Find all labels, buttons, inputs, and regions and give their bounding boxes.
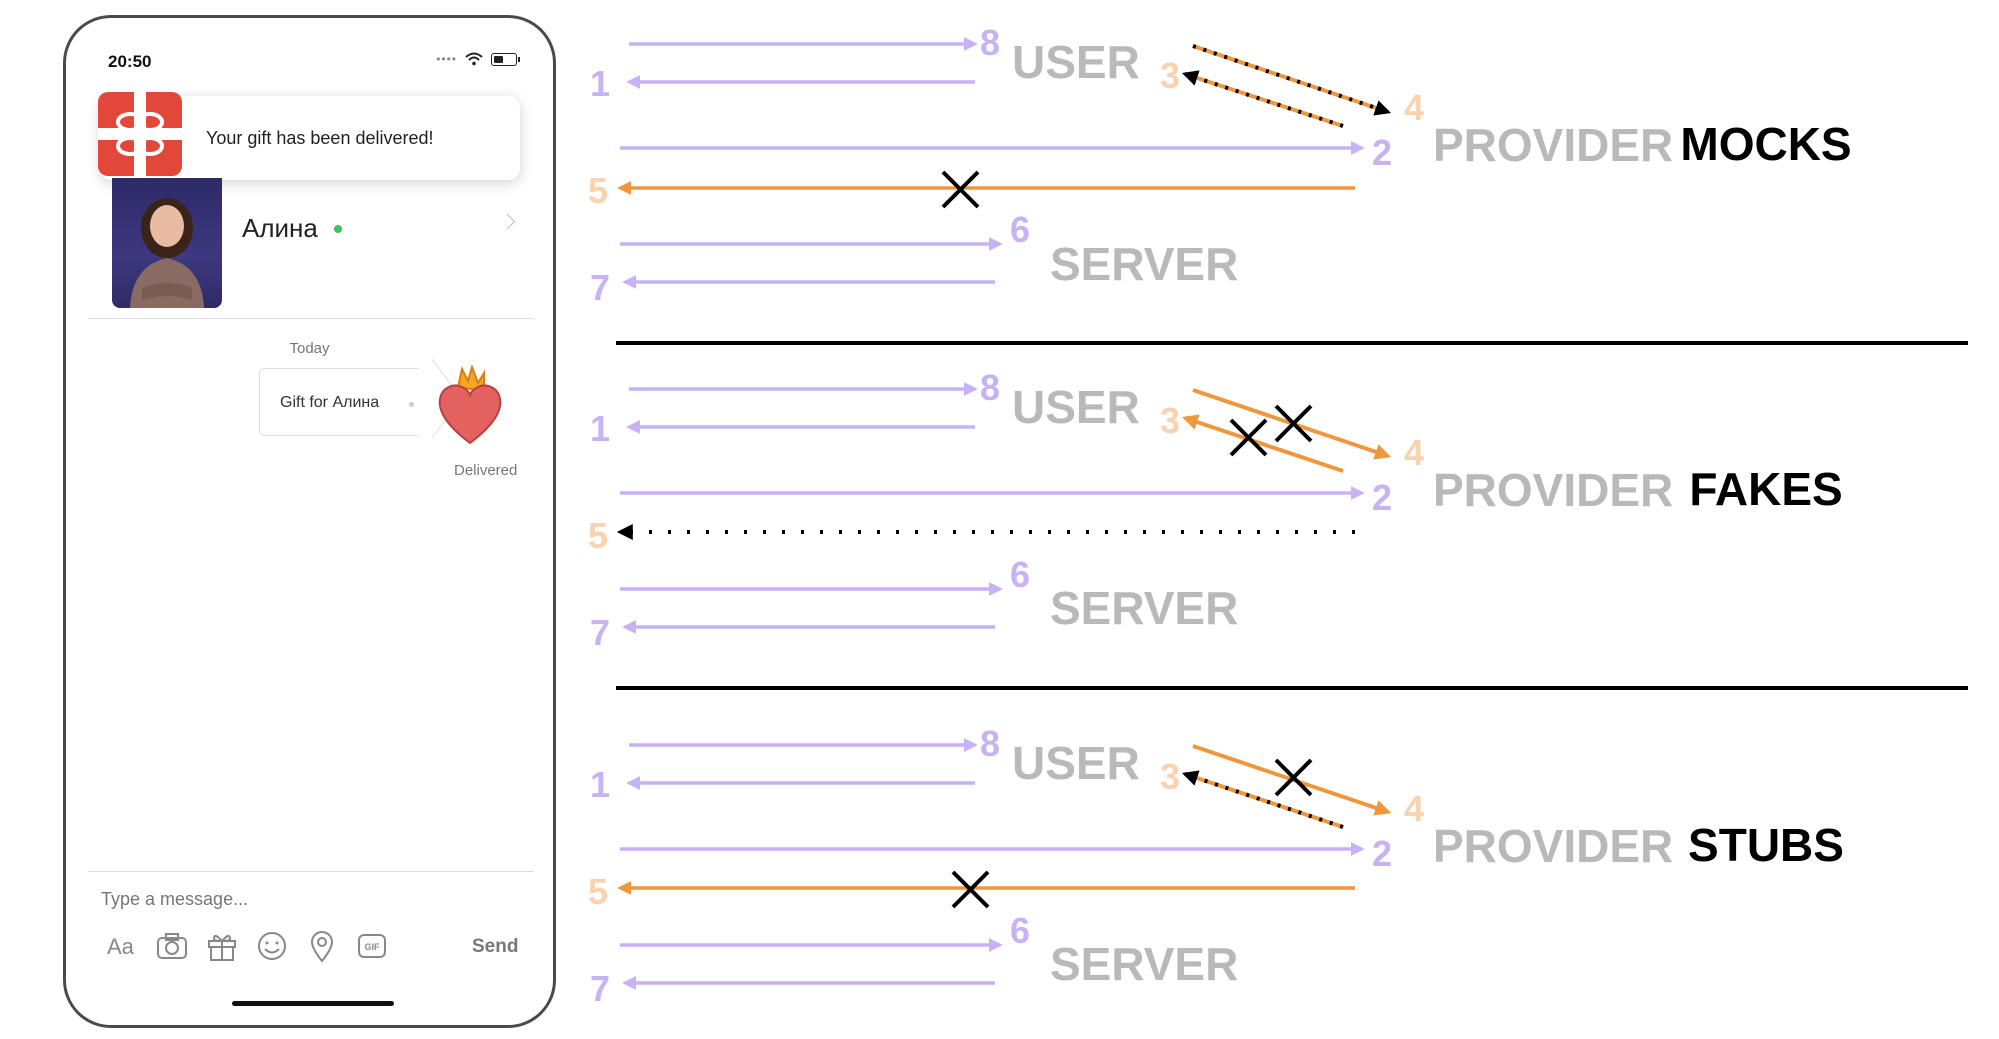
gift-message-text: Gift for Алина: [280, 394, 380, 411]
svg-text:Aa: Aa: [107, 934, 135, 959]
emoji-icon[interactable]: [254, 928, 290, 964]
composer-toolbar: Aa GIF: [104, 928, 404, 968]
gift-icon[interactable]: [204, 928, 240, 964]
panel-fakes: USER PROVIDER SERVER FAKES 1 2 3 4 5 6 7…: [588, 367, 1843, 653]
svg-text:GIF: GIF: [365, 942, 381, 952]
server-label: SERVER: [1050, 582, 1238, 634]
date-separator: Today: [289, 340, 330, 357]
gift-message-bubble[interactable]: [259, 368, 419, 436]
cross-mark: [1229, 418, 1268, 457]
delivery-status: Delivered: [454, 462, 518, 479]
online-status-dot: [334, 225, 342, 233]
panel-stubs: USER PROVIDER SERVER STUBS 1 2 3 4 5 6 7…: [588, 723, 1844, 1009]
battery-icon: [491, 52, 520, 66]
user-label: USER: [1012, 36, 1140, 88]
step-number-4: 4: [1404, 87, 1424, 128]
message-input[interactable]: Type a message...: [101, 889, 249, 909]
header-divider: [88, 318, 534, 319]
step-number-3: 3: [1160, 756, 1180, 797]
step-number-6: 6: [1010, 554, 1030, 595]
user-label: USER: [1012, 737, 1140, 789]
panel-mocks: USER PROVIDER SERVER MOCKS 1 2 3 4 5 6 7…: [588, 22, 1852, 308]
step-number-2: 2: [1372, 132, 1392, 173]
signal-icon: ••••: [436, 52, 457, 66]
gift-notification-icon: [98, 92, 182, 176]
phone-frame: 20:50 •••• Your gift has been delivered!…: [63, 15, 556, 1028]
step-number-7: 7: [590, 267, 610, 308]
send-button[interactable]: Send: [472, 936, 519, 957]
step-number-5: 5: [588, 871, 608, 912]
status-bar-icons: ••••: [436, 52, 520, 66]
home-indicator[interactable]: [232, 1001, 394, 1006]
cross-mark: [941, 170, 980, 209]
step-number-6: 6: [1010, 209, 1030, 250]
step-number-8: 8: [980, 22, 1000, 63]
camera-icon[interactable]: [154, 928, 190, 964]
step-number-7: 7: [590, 612, 610, 653]
step-number-8: 8: [980, 723, 1000, 764]
step-number-5: 5: [588, 170, 608, 211]
step-number-3: 3: [1160, 55, 1180, 96]
server-label: SERVER: [1050, 238, 1238, 290]
panel-title-mocks: MOCKS: [1680, 118, 1851, 170]
provider-label: PROVIDER: [1433, 820, 1673, 872]
step-number-4: 4: [1404, 788, 1424, 829]
step-number-2: 2: [1372, 833, 1392, 874]
step-number-8: 8: [980, 367, 1000, 408]
bubble-dot: [409, 402, 414, 407]
step-number-6: 6: [1010, 910, 1030, 951]
user-label: USER: [1012, 381, 1140, 433]
location-icon[interactable]: [304, 928, 340, 964]
step-number-1: 1: [590, 764, 610, 805]
panel-title-fakes: FAKES: [1689, 463, 1842, 515]
step-number-2: 2: [1372, 477, 1392, 518]
cross-mark: [1274, 404, 1313, 443]
composer-divider: [88, 871, 534, 872]
step-number-7: 7: [590, 968, 610, 1009]
status-time: 20:50: [108, 52, 152, 71]
contact-name[interactable]: Алина: [242, 213, 318, 243]
provider-label: PROVIDER: [1433, 464, 1673, 516]
step-number-5: 5: [588, 515, 608, 556]
step-number-1: 1: [590, 408, 610, 449]
step-number-1: 1: [590, 63, 610, 104]
step-number-4: 4: [1404, 432, 1424, 473]
cross-mark: [1274, 758, 1313, 797]
wifi-icon: [465, 52, 483, 66]
gif-icon[interactable]: GIF: [354, 928, 390, 964]
text-format-icon[interactable]: Aa: [104, 928, 140, 964]
server-label: SERVER: [1050, 938, 1238, 990]
panel-title-stubs: STUBS: [1688, 819, 1844, 871]
cross-mark: [951, 870, 990, 909]
step-number-3: 3: [1160, 400, 1180, 441]
avatar[interactable]: [112, 178, 222, 308]
provider-label: PROVIDER: [1433, 119, 1673, 171]
notification-text: Your gift has been delivered!: [206, 128, 434, 148]
heart-gift-icon[interactable]: [436, 365, 504, 445]
